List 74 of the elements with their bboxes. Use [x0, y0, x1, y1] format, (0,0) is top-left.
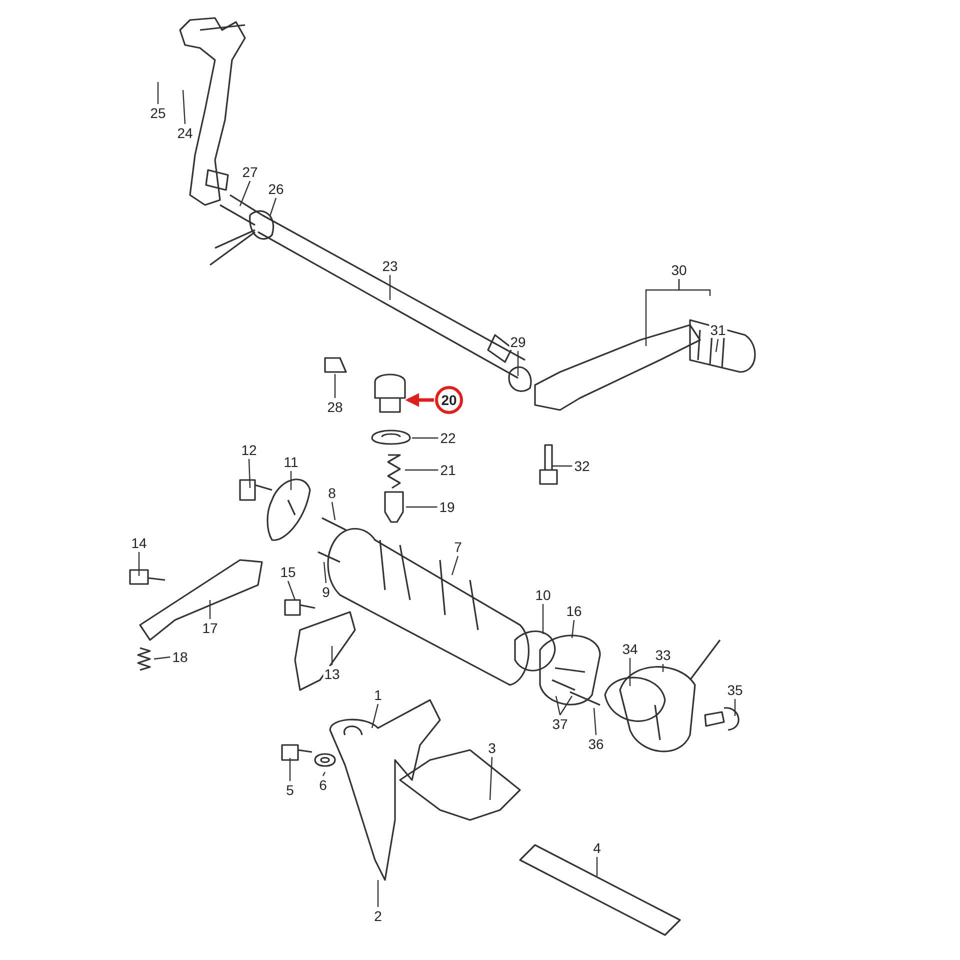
leader-line [406, 506, 438, 508]
leader-line [405, 469, 438, 471]
leader-line [542, 604, 544, 634]
leader-line [517, 351, 519, 376]
callout-number: 12 [240, 442, 258, 458]
callout-number: 29 [509, 334, 527, 350]
callout-number: 34 [621, 641, 639, 657]
leader-line [571, 620, 575, 638]
leader-line [287, 580, 296, 600]
leader-line [331, 646, 333, 665]
leader-line [560, 696, 572, 716]
leader-line [377, 880, 379, 907]
leader-line [489, 756, 493, 800]
callout-number: 8 [327, 485, 337, 501]
callout-number: 14 [130, 535, 148, 551]
callout-number: 19 [438, 499, 456, 515]
arrow [405, 393, 434, 407]
leader-line [331, 502, 336, 520]
leader-line [389, 275, 391, 300]
leader-line [154, 656, 170, 660]
callout-number: 10 [534, 587, 552, 603]
leader-line [451, 556, 459, 576]
leader-line [596, 857, 598, 876]
callout-number: 32 [573, 458, 591, 474]
leader-line [371, 704, 379, 728]
leader-line [715, 338, 719, 352]
leader-line [322, 772, 326, 776]
leader-line [209, 600, 211, 619]
callout-number: 27 [241, 164, 259, 180]
callout-number: 21 [439, 462, 457, 478]
leader-line [269, 198, 277, 216]
leader-line [290, 471, 292, 490]
callout-number: 4 [592, 840, 602, 856]
leader-line [555, 696, 561, 716]
callout-number: 6 [318, 777, 328, 793]
callout-number: 20 [435, 386, 463, 414]
callout-number: 5 [285, 782, 295, 798]
callout-number: 33 [654, 647, 672, 663]
callout-number: 37 [551, 716, 569, 732]
callout-number: 1 [373, 687, 383, 703]
callout-number: 16 [565, 603, 583, 619]
callout-number: 9 [321, 584, 331, 600]
leader-line [289, 758, 291, 781]
callout-number: 30 [670, 262, 688, 278]
callout-number: 35 [726, 682, 744, 698]
callout-number: 23 [381, 258, 399, 274]
leader-line [248, 458, 251, 488]
callout-number: 7 [453, 539, 463, 555]
callout-number: 15 [279, 564, 297, 580]
callout-number: 25 [149, 105, 167, 121]
callout-number: 11 [282, 454, 300, 470]
callout-number: 26 [267, 181, 285, 197]
leader-line [552, 465, 572, 467]
callout-number: 17 [201, 620, 219, 636]
leader-line [593, 708, 597, 736]
callout-number: 28 [326, 399, 344, 415]
leader-line [157, 82, 159, 104]
leader-line [138, 552, 140, 576]
callout-number: 2 [373, 908, 383, 924]
leader-line [629, 658, 631, 686]
callout-number: 31 [709, 322, 727, 338]
callout-number: 22 [439, 430, 457, 446]
leader-line [182, 90, 186, 124]
leader-line [323, 562, 327, 584]
leader-line [334, 374, 336, 398]
callout-number: 13 [323, 666, 341, 682]
callout-number: 18 [171, 649, 189, 665]
leader-line [678, 279, 711, 296]
leader-line [734, 699, 736, 716]
leader-line [412, 437, 438, 439]
callout-number: 3 [487, 740, 497, 756]
callout-number: 36 [587, 736, 605, 752]
leader-line [239, 180, 251, 206]
callout-number: 24 [176, 125, 194, 141]
